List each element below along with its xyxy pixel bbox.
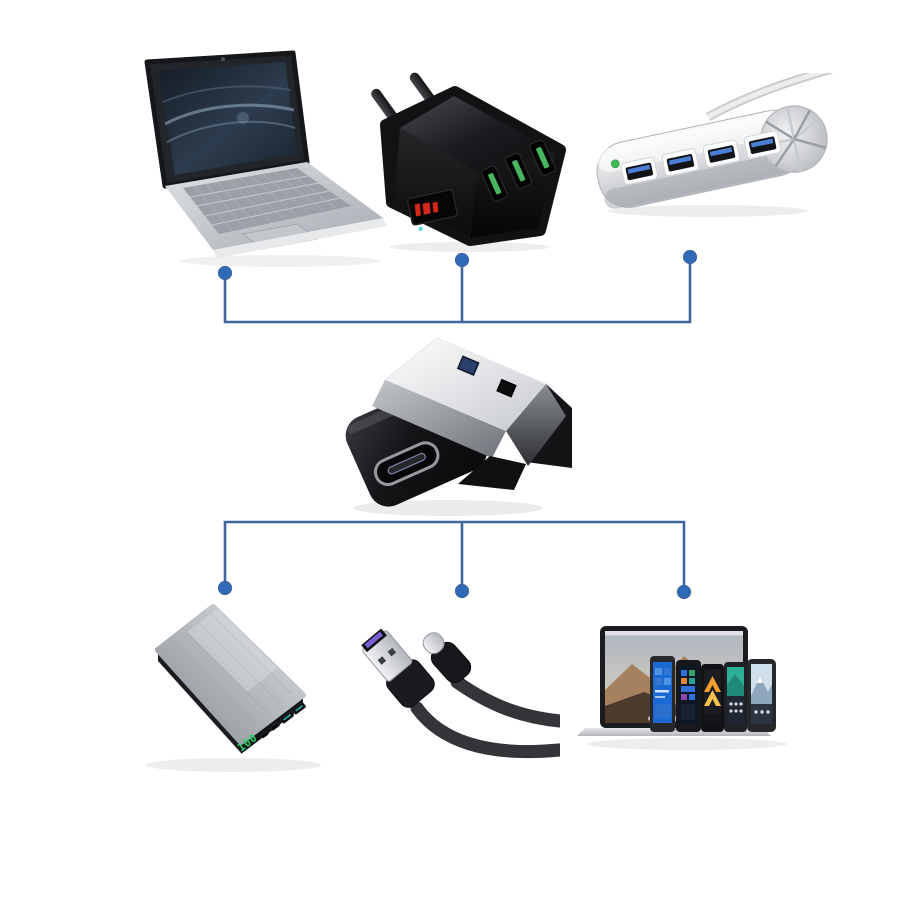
- devices-shadow: [587, 738, 787, 750]
- usb-port-1: [481, 165, 508, 202]
- devices-group-image: [572, 592, 827, 770]
- laptop-logo: [237, 112, 249, 124]
- usb-cable-image: [345, 600, 560, 772]
- dot-charger: [454, 252, 470, 268]
- power-bank-image: 100: [125, 592, 360, 784]
- usb-c-tip: [422, 632, 445, 655]
- usb-a-connector: [361, 628, 435, 708]
- top-bracket-dots: [217, 249, 698, 281]
- phone-windows-tiles: [676, 660, 701, 732]
- webcam-icon: [221, 57, 225, 61]
- powerbank-top: [155, 604, 306, 745]
- powerbank-texture: [174, 613, 293, 725]
- hub-cable: [705, 73, 834, 121]
- laptop-shadow: [180, 255, 380, 267]
- netbook-laptop-image: [85, 50, 395, 270]
- hub-body-highlight: [597, 110, 798, 172]
- hub-shadow: [608, 205, 808, 217]
- bottom-bracket-dots: [217, 580, 692, 600]
- usb-a-tongue: [364, 631, 384, 649]
- laptop-wallpaper-waves: [162, 85, 296, 143]
- charger-shadow: [390, 242, 550, 252]
- hub-port-3: [702, 139, 741, 168]
- shell-cutout-2: [387, 647, 397, 657]
- usb-port-2: [505, 152, 532, 189]
- usb-adapter-image: [330, 328, 580, 520]
- dot-cable: [454, 583, 470, 599]
- usb-wall-charger-image: [370, 70, 575, 255]
- usb-c-port: [260, 731, 269, 739]
- phone-lumia: [650, 656, 675, 732]
- hub-port-1: [620, 156, 658, 186]
- usb-hub-image: [590, 73, 840, 225]
- dot-laptop: [217, 265, 233, 281]
- hub-port-2: [661, 148, 700, 177]
- hub-body-shade: [604, 150, 807, 209]
- led-display: [406, 189, 458, 231]
- powerbank-ports: [260, 702, 306, 739]
- usb-a-port-2: [292, 702, 306, 715]
- usb-a-hole-2: [496, 378, 517, 398]
- powerbank-sheen: [187, 609, 277, 692]
- laptop-screen: [159, 62, 297, 175]
- bottom-bracket: [223, 520, 686, 591]
- usb-a-port-1: [280, 711, 294, 724]
- usb-a-plug-side: [506, 384, 566, 466]
- eu-plug-prongs: [371, 72, 437, 124]
- cable-braid: [410, 675, 560, 759]
- dot-powerbank: [217, 580, 233, 596]
- dot-devices: [676, 584, 692, 600]
- micro-usb-port: [270, 722, 280, 731]
- phone-nexus-mountain: [747, 659, 776, 732]
- usb-a-plug-front: [372, 380, 506, 458]
- hub-port-4: [743, 130, 782, 159]
- shell-cutout-1: [377, 656, 387, 665]
- status-led-icon: [418, 226, 423, 231]
- usb-a-hole-1: [456, 355, 480, 376]
- keyboard-columns: [193, 169, 338, 232]
- usb-c-connector: [422, 632, 472, 684]
- led-digits: [414, 201, 439, 217]
- hub-led-icon: [610, 159, 620, 169]
- adapter-shadow: [353, 500, 543, 516]
- phone-orange-chevron: [701, 664, 724, 732]
- usb-port-3: [529, 139, 556, 176]
- dot-hub: [682, 249, 698, 265]
- powerbank-shadow: [145, 758, 321, 772]
- usb-c-port: [373, 441, 440, 487]
- phone-nexus-green: [724, 662, 747, 732]
- laptop-front-edge: [213, 218, 387, 258]
- top-bracket: [223, 258, 692, 324]
- usb-a-plug-underside: [458, 456, 526, 490]
- macbook-menubar: [605, 631, 743, 636]
